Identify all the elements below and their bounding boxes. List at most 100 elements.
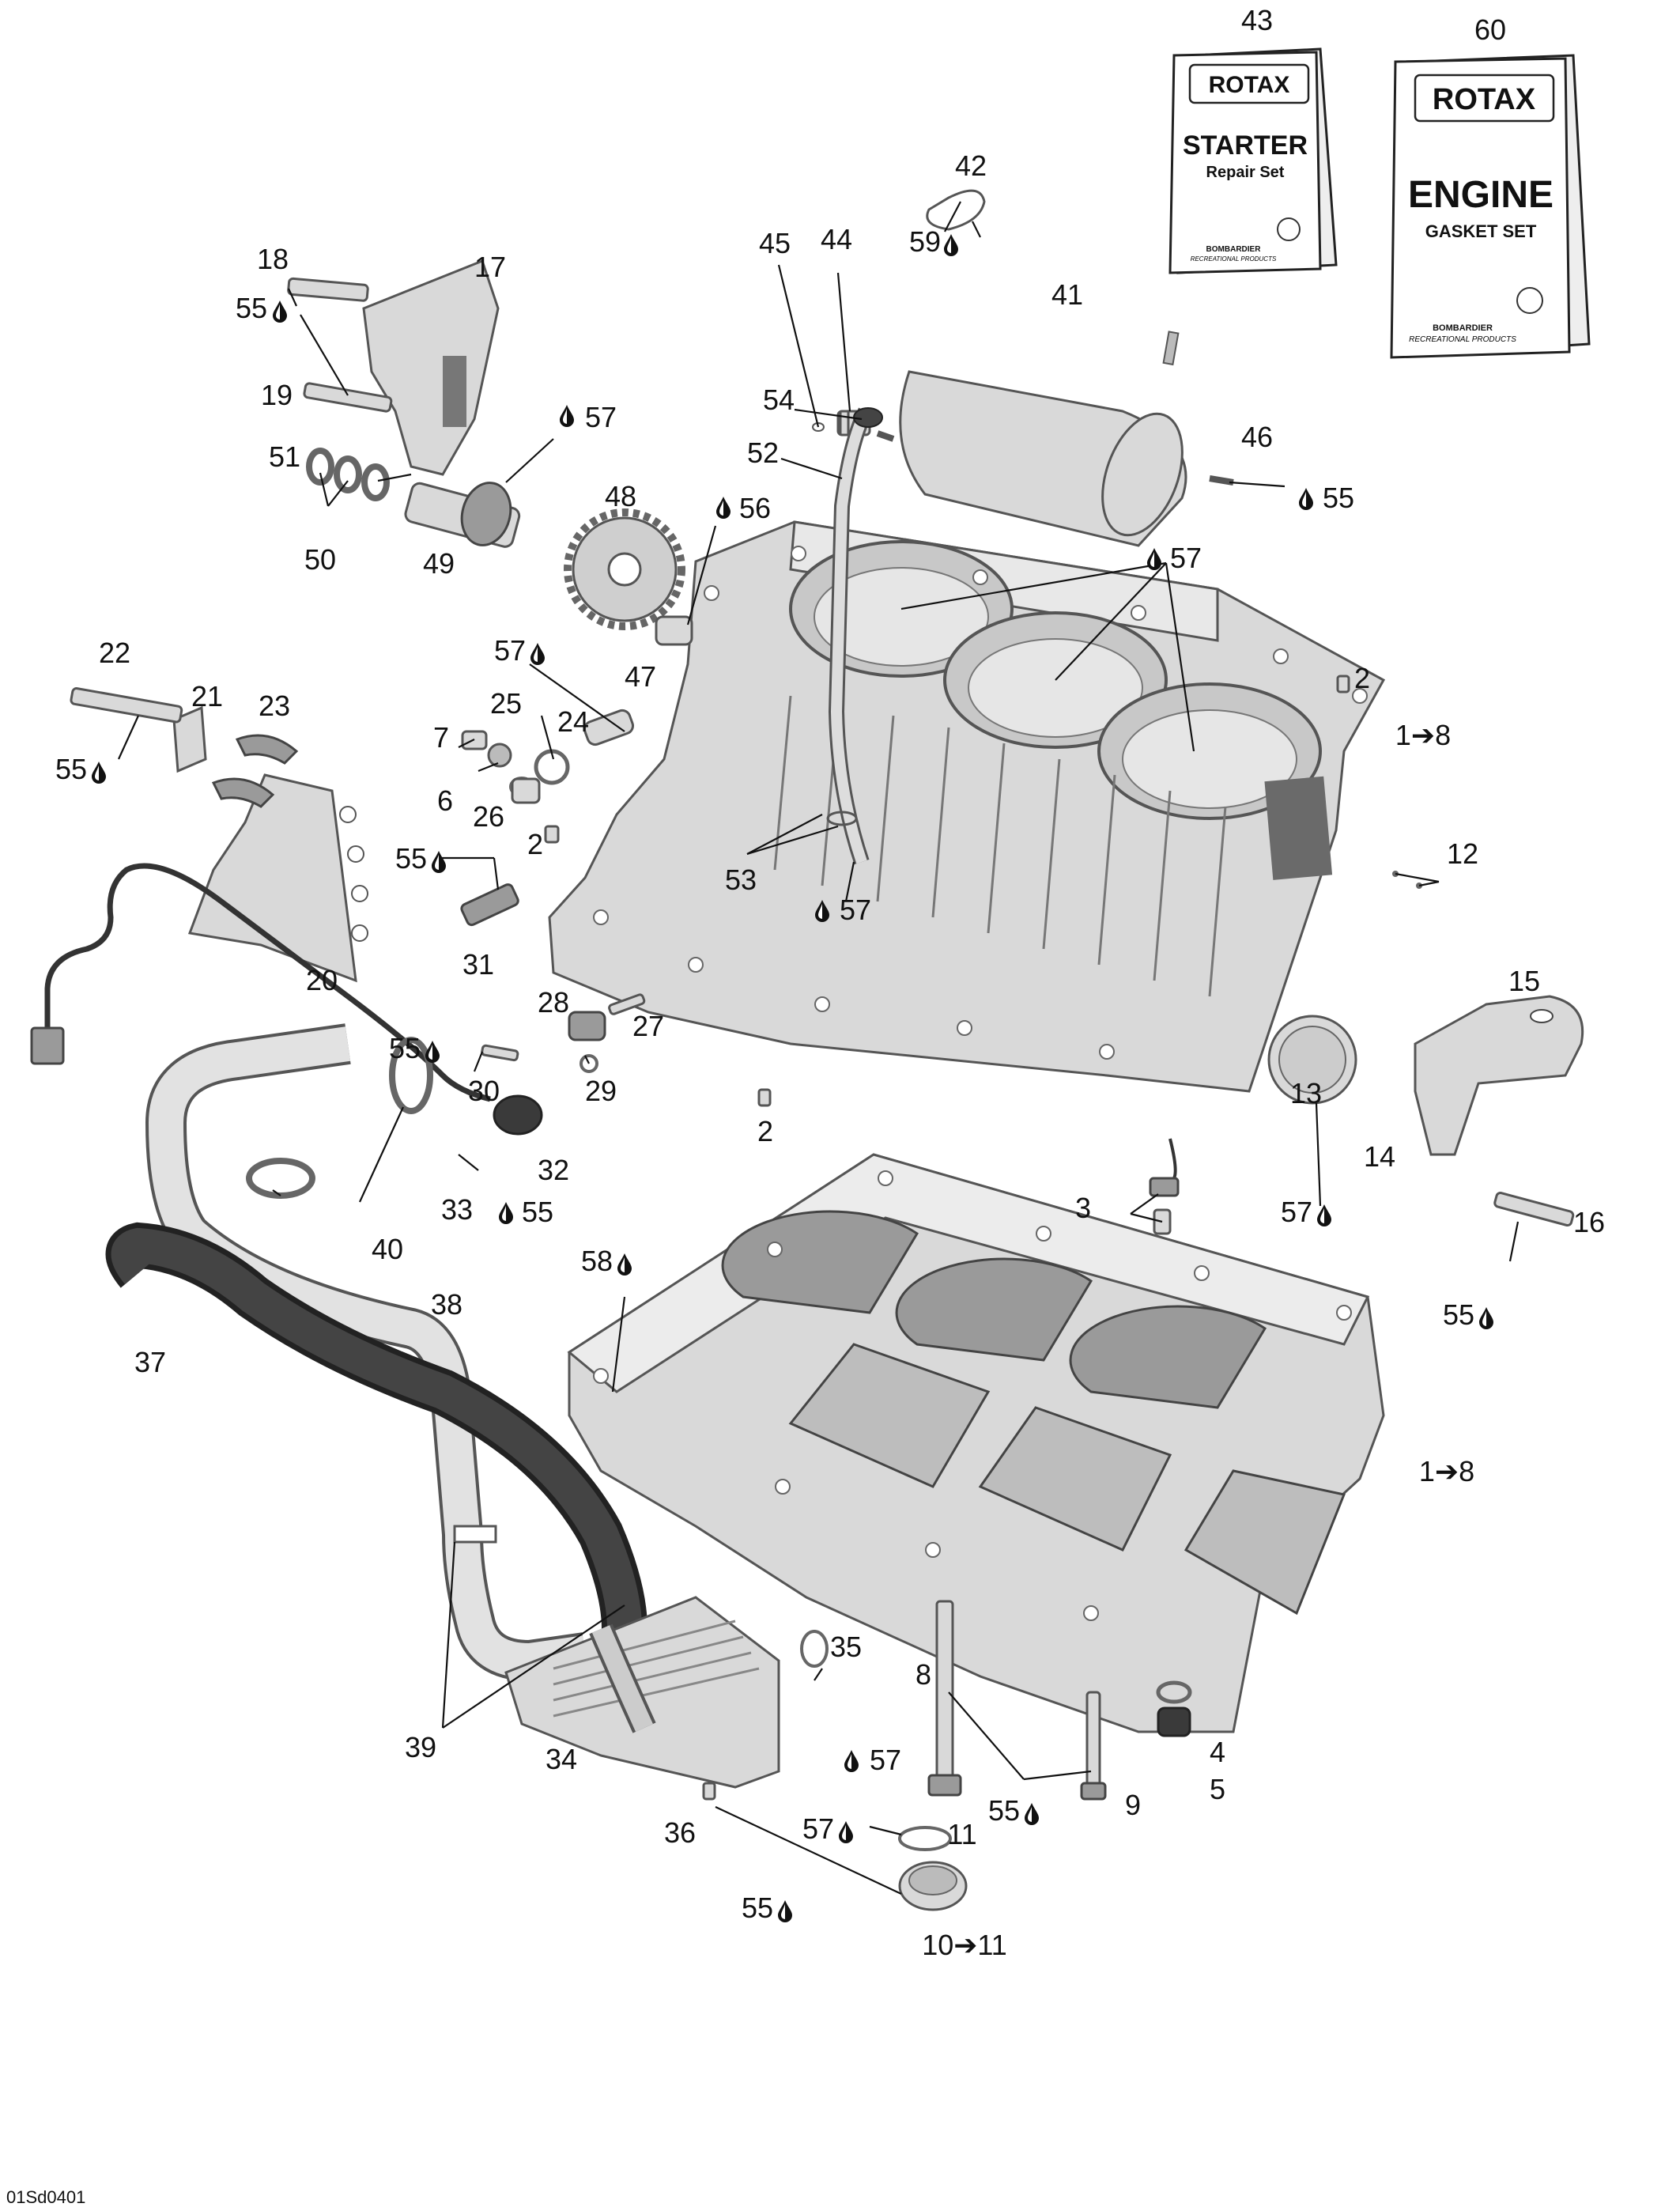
lubricant-drop-icon [839,1821,853,1843]
bearing-23 [235,734,299,765]
callout: 12 [1447,837,1478,870]
callout: 32 [538,1154,569,1186]
manual-publisher-sub: RECREATIONAL PRODUCTS [1191,255,1277,263]
lubricant-drop-icon [716,497,731,519]
manual-brand: ROTAX [1433,83,1536,116]
screw-16 [1493,1192,1575,1227]
callout: 36 [664,1816,696,1849]
callout: 28 [538,986,569,1019]
callout: 55 [1323,482,1354,514]
callout: 55 [988,1794,1020,1827]
manual-publisher-sub: RECREATIONAL PRODUCTS [1409,335,1516,344]
plug-10 [898,1861,968,1911]
callout: 57 [802,1812,834,1845]
callout: 6 [437,784,453,817]
callout: 54 [763,384,795,416]
callout: 14 [1364,1140,1395,1173]
manual-engine-gasket-set: 60 ROTAX ENGINE GASKET SET BOMBARDIER RE… [1390,13,1591,359]
callout: 47 [625,660,656,693]
callout: 57 [870,1744,901,1776]
screw-22 [70,687,183,724]
sensor-31 [460,883,519,927]
callout: 23 [259,690,290,722]
o-ring-53 [826,811,858,826]
callout: 27 [632,1010,664,1042]
callout: 25 [490,687,522,720]
screw-36 [702,1782,716,1801]
cover-13-14 [1267,1015,1357,1105]
manual-publisher: BOMBARDIER [1206,245,1262,254]
callout: 49 [423,547,455,580]
dowel-2-top [1336,675,1350,694]
callout: 58 [581,1245,613,1277]
callout: 50 [304,543,336,576]
manual-title: ENGINE [1408,174,1554,216]
gear-48 [564,508,685,630]
figure-id: 01Sd0401 [6,2187,85,2207]
callout: 41 [1051,278,1083,311]
dowel-2-bottom [757,1088,772,1107]
callout: 52 [747,437,779,469]
lubricant-drop-icon [944,234,958,256]
manual-subtitle: Repair Set [1206,164,1285,181]
callout: 17 [474,251,506,283]
lubricant-drop-icon [1299,488,1313,510]
callout: 20 [306,964,338,996]
lubricant-drop-icon [92,762,106,784]
drive-shaft-49 [404,482,521,548]
callout: 7 [433,721,449,754]
callout-43: 43 [1241,4,1273,36]
gasket-4 [1156,1680,1192,1704]
callout: 30 [468,1075,500,1107]
bracket-21 [172,705,207,773]
callout: 55 [55,753,87,785]
callout: 55 [389,1032,421,1064]
callout: 2 [527,828,543,860]
leader-lines [117,201,1520,1895]
callout: 35 [830,1631,862,1663]
callout: 37 [134,1346,166,1378]
callout: 29 [585,1075,617,1107]
callout: 44 [821,223,852,255]
sensor-32 [493,1094,543,1136]
callout: 59 [909,225,941,258]
callout: 4 [1210,1736,1225,1768]
hose-38 [145,1023,588,1682]
bombardier-seal-icon [1277,217,1301,241]
callout: 56 [739,492,771,524]
callout: 5 [1210,1773,1225,1805]
long-screw-8 [927,1600,962,1797]
callout: 19 [261,379,293,411]
callout: 42 [955,149,987,182]
callout: 38 [431,1288,462,1321]
callout: 2 [757,1115,773,1147]
lubricant-drop-icon [1317,1204,1331,1226]
lubricant-drop-icon [530,643,545,665]
callout: 45 [759,227,791,259]
callout: 1➔8 [1395,719,1451,751]
manual-title: STARTER [1183,130,1308,161]
oil-pressure-switch-small-parts [461,709,635,844]
manual-brand: ROTAX [1209,72,1290,98]
lubricant-drop-icon [425,1041,440,1063]
engine-support-20 [187,773,368,983]
callout: 3 [1075,1192,1091,1224]
callout: 48 [605,480,636,512]
callout: 11 [947,1818,976,1850]
screw-18 [287,277,369,302]
callout: 26 [473,800,504,833]
sensor-28 [481,993,646,1073]
lubricant-drop-icon [778,1900,792,1922]
callouts: 18 17 55 19 57 51 50 49 48 45 44 42 59 4… [55,149,1605,1961]
clamp-39 [453,1525,497,1544]
lubricant-drop-icon [1147,548,1161,570]
callout: 57 [585,401,617,433]
callout: 15 [1508,965,1540,997]
callout: 39 [405,1731,436,1763]
lubricant-drop-icon [273,300,287,323]
callout: 55 [522,1196,553,1228]
lubricant-drop-icon [1479,1307,1493,1329]
callout: 57 [840,894,871,926]
callout: 24 [557,705,589,738]
manual-publisher: BOMBARDIER [1433,323,1493,333]
